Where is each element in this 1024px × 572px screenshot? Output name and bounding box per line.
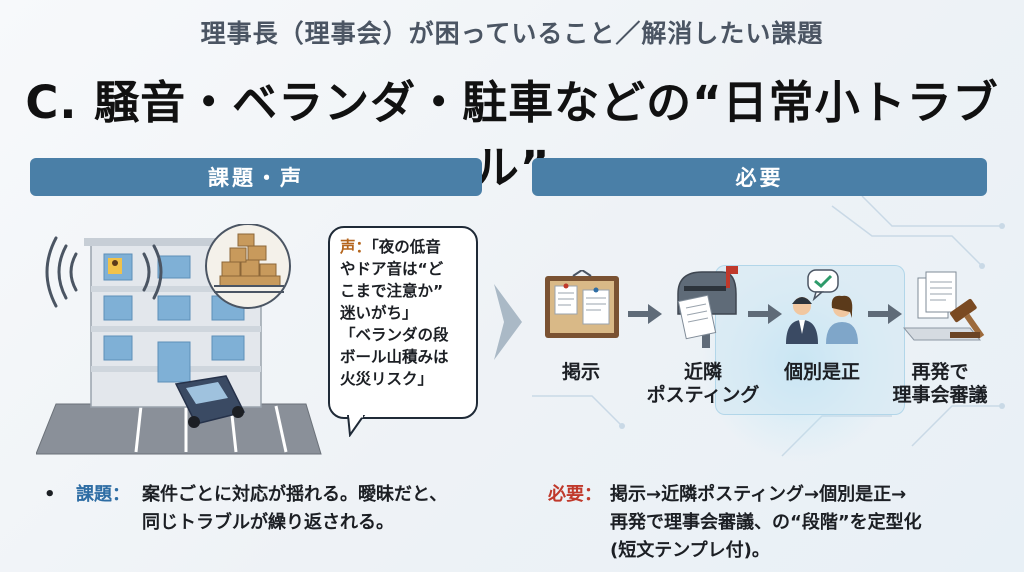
step-label-line: ポスティング — [646, 384, 760, 406]
need-text-line: (短文テンプレ付)。 — [610, 540, 770, 561]
arrow-right-icon — [748, 304, 782, 324]
section-header-needs: 必要 — [532, 158, 987, 196]
voice-text-line: やドア音は“ど — [340, 260, 444, 278]
issue-text-line: 同じトラブルが繰り返される。 — [142, 512, 394, 533]
bubble-tail — [346, 415, 366, 437]
need-text: 掲示→近隣ポスティング→個別是正→ 再発で理事会審議、の“段階”を定型化 (短文… — [610, 481, 990, 565]
need-text-line: 再発で理事会審議、の“段階”を定型化 — [610, 512, 922, 533]
conversation-icon — [786, 269, 858, 344]
voice-label: 声： — [340, 238, 372, 256]
voice-text-line: ボール山積みは — [340, 348, 449, 366]
voice-text-line: 迷いがち」 — [340, 304, 418, 322]
page-subtitle: 理事長（理事会）が困っていること／解消したい課題 — [200, 19, 824, 48]
need-tag: 必要： — [548, 484, 602, 505]
chevron-right-icon — [494, 284, 522, 360]
bullet-icon: • — [44, 484, 56, 505]
step-label-neighbor: 近隣ポスティング — [638, 361, 768, 407]
resident-voice-bubble: 声：「夜の低音 やドア音は“ど こまで注意か” 迷いがち」 「ベランダの段 ボー… — [328, 226, 478, 419]
voice-text-line: こまで注意か” — [340, 282, 444, 300]
issue-text: 案件ごとに対応が揺れる。曖昧だと、 同じトラブルが繰り返される。 — [142, 481, 502, 537]
step-label-posting: 掲示 — [561, 361, 600, 383]
need-text-line: 掲示→近隣ポスティング→個別是正→ — [610, 484, 907, 505]
voice-text-line: 「ベランダの段 — [340, 326, 449, 344]
section-header-issues: 課題・声 — [30, 158, 482, 196]
step-label-line: 再発で — [911, 361, 969, 383]
step-label-line: 近隣 — [683, 361, 722, 383]
voice-text-line: 火災リスク」 — [340, 370, 434, 388]
arrow-right-icon — [868, 304, 902, 324]
step-label-line: 理事会審議 — [892, 384, 988, 406]
bulletin-board-icon — [545, 270, 619, 338]
arrow-right-icon — [628, 304, 662, 324]
gavel-document-icon — [902, 271, 985, 341]
issue-text-line: 案件ごとに対応が揺れる。曖昧だと、 — [142, 484, 448, 505]
issue-tag: 課題： — [76, 484, 130, 505]
apartment-trouble-illustration — [36, 224, 322, 455]
mailbox-icon — [677, 266, 738, 348]
voice-text-line: 「夜の低音 — [371, 238, 441, 256]
step-label-individual: 個別是正 — [783, 361, 860, 383]
step-label-board-review: 再発で理事会審議 — [878, 361, 1002, 407]
